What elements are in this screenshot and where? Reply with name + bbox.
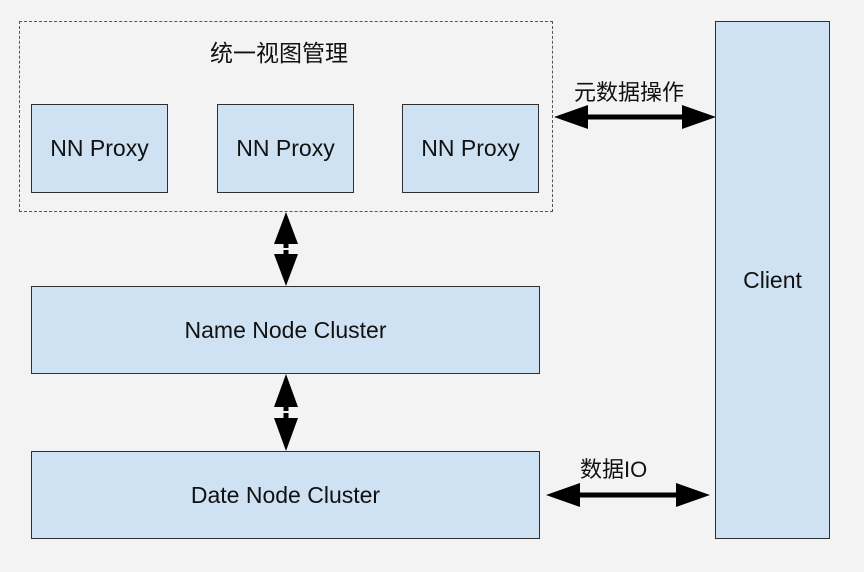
nn-proxy-box-3: NN Proxy (402, 104, 539, 193)
group-namenode-arrow (274, 212, 298, 286)
data-node-cluster-label: Date Node Cluster (190, 481, 381, 508)
metadata-ops-arrow (554, 105, 716, 129)
unified-view-title: 统一视图管理 (210, 40, 348, 66)
nn-proxy-box-1: NN Proxy (31, 104, 168, 193)
namenode-datanode-arrow (274, 374, 298, 451)
data-node-cluster-box: Date Node Cluster (31, 451, 540, 539)
name-node-cluster-label: Name Node Cluster (184, 316, 387, 343)
data-io-arrow (546, 483, 710, 507)
nn-proxy-label-1: NN Proxy (50, 135, 149, 161)
client-box: Client (715, 21, 830, 539)
client-label: Client (743, 266, 802, 293)
data-io-label: 数据IO (580, 457, 648, 482)
nn-proxy-label-2: NN Proxy (236, 135, 335, 161)
metadata-ops-label: 元数据操作 (574, 80, 685, 105)
name-node-cluster-box: Name Node Cluster (31, 286, 540, 374)
nn-proxy-box-2: NN Proxy (217, 104, 354, 193)
unified-view-group (19, 21, 553, 212)
nn-proxy-label-3: NN Proxy (421, 135, 520, 161)
